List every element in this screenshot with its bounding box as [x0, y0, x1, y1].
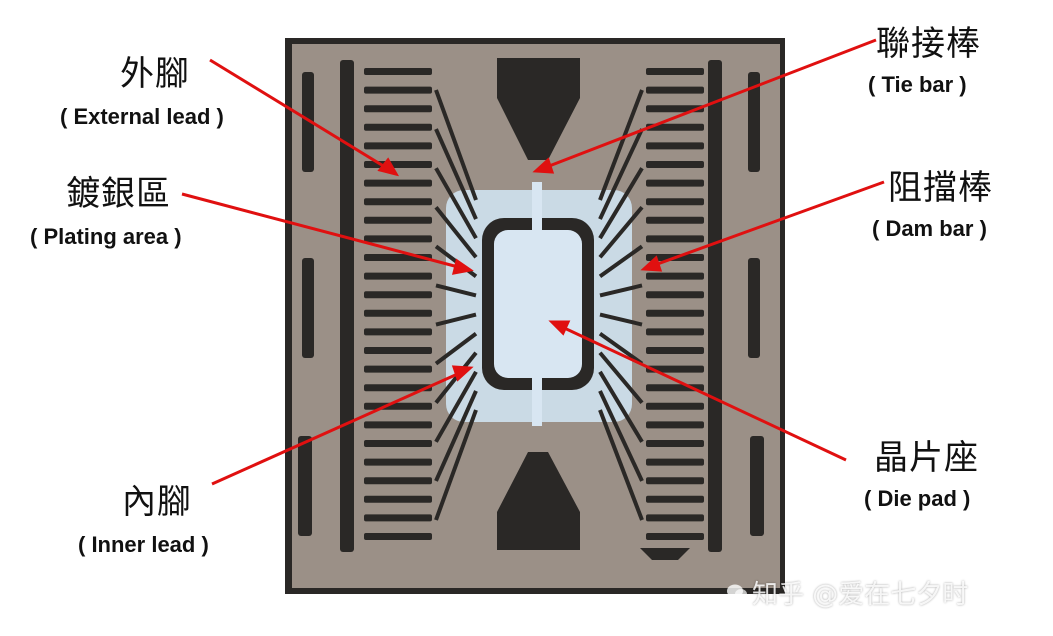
inner-lead-channel-right — [598, 370, 644, 443]
lead-slot-left — [364, 477, 432, 485]
lead-slot-right — [646, 477, 704, 485]
plating-area-label-en: ( Plating area ) — [30, 224, 182, 249]
lead-slot-right — [646, 309, 704, 317]
lead-slot-left — [364, 384, 432, 392]
tie-bar-openings — [497, 58, 690, 560]
lead-slot-right — [646, 458, 704, 466]
arrow-tie-bar — [543, 38, 877, 170]
lead-slot-right — [646, 291, 704, 299]
lead-slot-right — [646, 495, 704, 503]
inner-lead-channel-right — [598, 409, 644, 521]
inner-lead-label-en: ( Inner lead ) — [78, 532, 209, 557]
lead-slot-left — [364, 328, 432, 336]
lead-slot-left — [364, 272, 432, 280]
die-pad — [494, 230, 582, 378]
lead-slot-left — [364, 216, 432, 224]
die-pad-label-en: ( Die pad ) — [864, 486, 971, 511]
lead-slot-right — [646, 365, 704, 373]
lead-slot-left — [364, 458, 432, 466]
annotation-arrows — [181, 38, 885, 486]
inner-lead-channel-right — [598, 351, 644, 405]
dam-bar-label-en: ( Dam bar ) — [872, 216, 987, 241]
lead-slot-right — [646, 347, 704, 354]
lead-slot-right — [646, 179, 704, 187]
dam-bar-label-zh: 阻擋棒 — [888, 168, 993, 208]
lead-slot-right — [646, 161, 704, 168]
inner-lead-channel-right — [598, 332, 644, 366]
lead-slot-left — [364, 347, 432, 354]
tie-bar-label-en: ( Tie bar ) — [868, 72, 967, 97]
arrow-inner-lead — [211, 370, 463, 486]
inner-lead-channel-left — [434, 206, 478, 259]
lead-slot-left — [364, 514, 432, 522]
lead-slot-right — [646, 198, 704, 206]
lead-slot-right — [646, 68, 704, 75]
lead-slot-left — [364, 68, 432, 75]
plating-area-label-zh: 鍍銀區 — [66, 174, 171, 214]
arrow-die-pad — [559, 324, 847, 462]
external-leads-left — [364, 68, 432, 540]
lead-slot-right — [646, 514, 704, 522]
inner-lead-channel-right — [599, 283, 643, 298]
inner-lead-channel-right — [598, 205, 644, 259]
inner-lead-channel-left — [434, 89, 478, 201]
inner-lead-channel-left — [435, 283, 477, 298]
lead-slot-left — [364, 123, 432, 131]
watermark: 知乎 @爱在七夕时 — [752, 580, 969, 610]
tie-bar-top — [532, 182, 542, 230]
lead-slot-right — [646, 533, 704, 540]
inner-lead-channel-right — [598, 128, 644, 220]
inner-lead-channel-right — [598, 390, 644, 482]
inner-lead-channel-right — [599, 312, 643, 327]
inner-lead-label-zh: 內腳 — [122, 482, 192, 522]
lead-slot-right — [646, 440, 704, 447]
lead-slot-left — [364, 421, 432, 429]
lead-slot-right — [646, 328, 704, 336]
inner-lead-channel-right — [598, 89, 644, 201]
external-leads-right — [646, 68, 704, 540]
lead-slot-left — [364, 495, 432, 503]
lead-slot-right — [646, 142, 704, 150]
tie-bar-label-zh: 聯接棒 — [876, 24, 981, 64]
arrow-plating-area — [181, 192, 463, 270]
tie-bar-bottom — [532, 378, 542, 426]
lead-slot-right — [646, 235, 704, 243]
inner-lead-channel-left — [434, 167, 478, 240]
lead-slot-left — [364, 402, 432, 410]
inner-lead-channel-left — [435, 312, 477, 327]
lead-slot-right — [646, 123, 704, 131]
inner-lead-channel-right — [598, 167, 644, 240]
lead-slot-left — [364, 533, 432, 540]
inner-lead-channel-left — [434, 370, 478, 443]
lead-slot-left — [364, 365, 432, 373]
side-slots — [298, 60, 764, 552]
lead-slot-right — [646, 402, 704, 410]
lead-slot-left — [364, 235, 432, 243]
lead-slot-left — [364, 179, 432, 187]
lead-slot-left — [364, 440, 432, 447]
inner-lead-channel-right — [598, 244, 644, 278]
inner-lead-channel-left — [434, 332, 478, 366]
lead-slot-right — [646, 421, 704, 429]
lead-slot-left — [364, 142, 432, 150]
arrow-external-lead — [209, 58, 391, 172]
lead-slot-left — [364, 86, 432, 94]
arrow-dam-bar — [651, 180, 885, 268]
lead-slot-left — [364, 309, 432, 317]
lead-slot-left — [364, 291, 432, 299]
lead-slot-right — [646, 216, 704, 224]
lead-slot-right — [646, 272, 704, 280]
external-lead-label-en: ( External lead ) — [60, 104, 224, 129]
zhihu-logo-icon — [727, 584, 747, 599]
inner-lead-channel-left — [434, 409, 478, 521]
lead-slot-right — [646, 86, 704, 94]
lead-slot-left — [364, 198, 432, 206]
die-pad-label-zh: 晶片座 — [874, 438, 979, 478]
lead-slot-left — [364, 105, 432, 113]
inner-lead-channel-left — [434, 390, 478, 482]
external-lead-label-zh: 外腳 — [120, 54, 190, 94]
inner-lead-channel-left — [434, 128, 478, 220]
